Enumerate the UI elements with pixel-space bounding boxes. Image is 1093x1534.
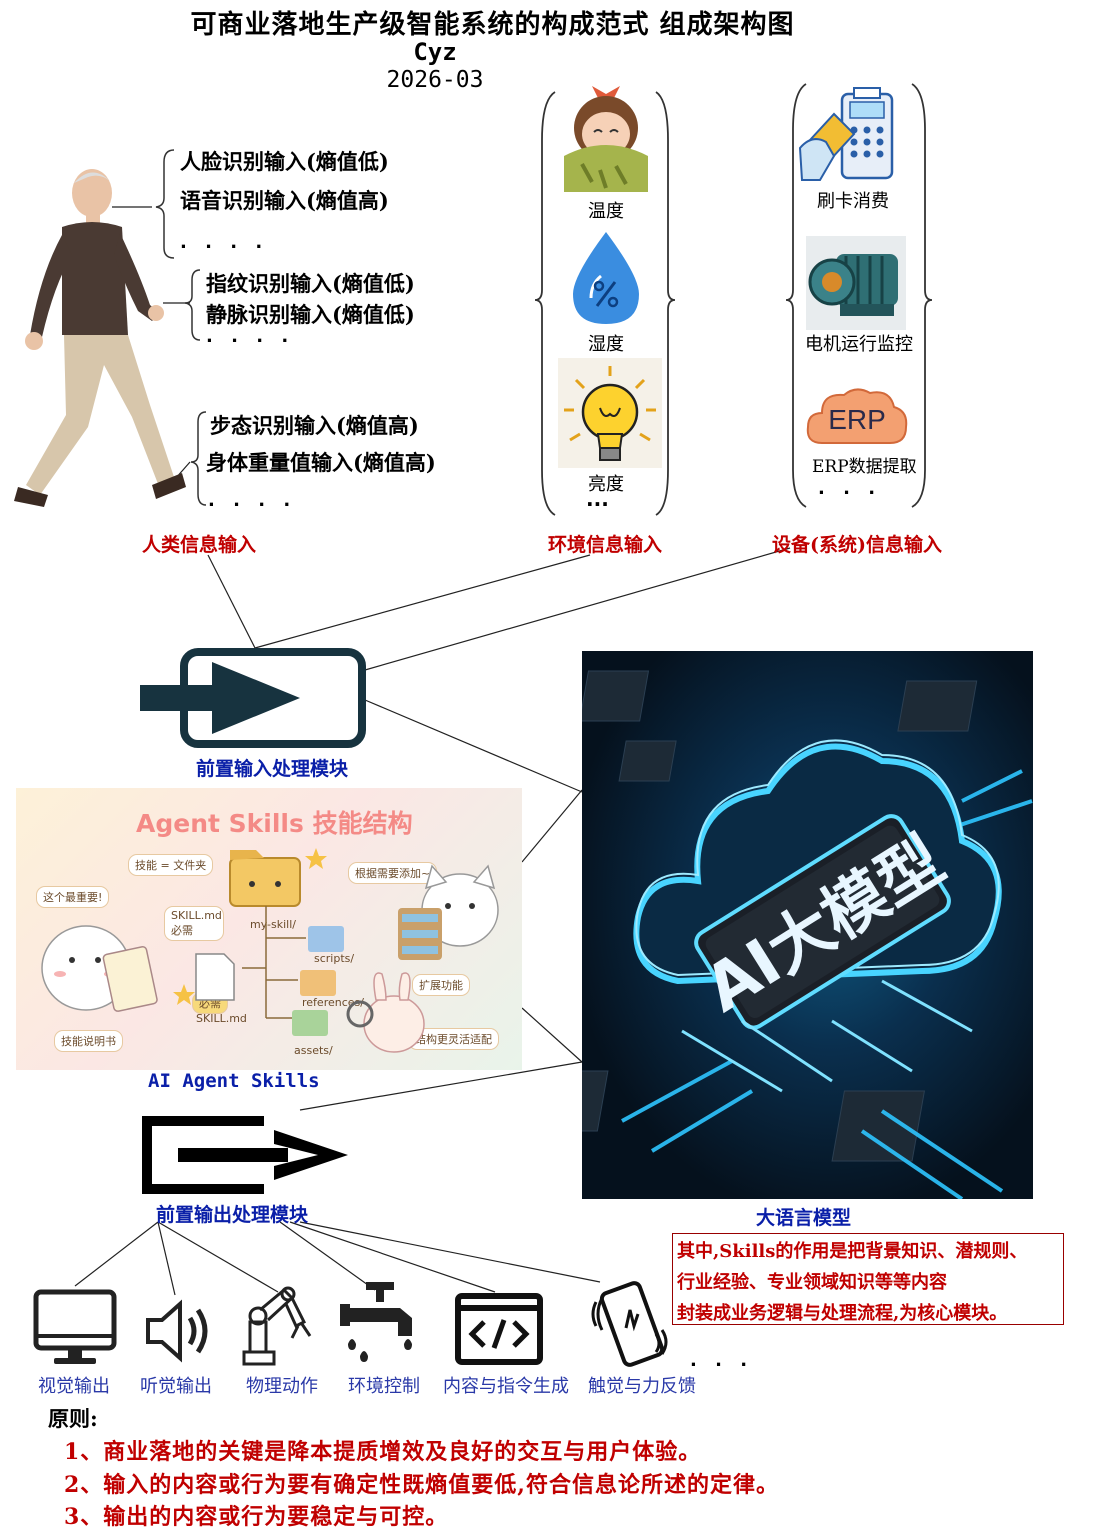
principle-3: 3、输出的内容或行为要稳定与可控。 xyxy=(64,1499,448,1531)
agent-cartoon-illustrations xyxy=(16,788,522,1070)
env-humidity-label: 湿度 xyxy=(576,330,636,356)
code-window-icon xyxy=(454,1292,544,1366)
device-erp-label: ERP数据提取 xyxy=(812,452,917,477)
erp-logo-text: ERP xyxy=(828,404,886,435)
card-payment-pos-icon xyxy=(798,84,902,184)
brightness-bulb-icon xyxy=(558,358,662,468)
output-physical-label: 物理动作 xyxy=(232,1372,332,1398)
label-environment-input: 环境信息输入 xyxy=(548,530,662,557)
robot-arm-icon xyxy=(236,1282,318,1368)
human-input-vein: 静脉识别输入(熵值低) xyxy=(206,299,415,329)
faucet-icon xyxy=(340,1278,420,1368)
label-input-module: 前置输入处理模块 xyxy=(196,754,348,781)
label-llm: 大语言模型 xyxy=(756,1203,851,1230)
label-output-module: 前置输出处理模块 xyxy=(156,1200,308,1227)
humidity-drop-icon xyxy=(561,228,651,328)
principle-1: 1、商业落地的关键是降本提质增效及良好的交互与用户体验。 xyxy=(64,1434,701,1466)
output-visual-label: 视觉输出 xyxy=(24,1372,124,1398)
human-input-ellipsis-3: . . . . xyxy=(208,490,296,511)
device-ellipsis: . . . xyxy=(818,478,881,499)
label-agent-skills: AI Agent Skills xyxy=(148,1070,320,1092)
erp-cloud-icon: ERP xyxy=(804,385,910,451)
human-input-ellipsis-2: . . . . xyxy=(206,326,294,347)
ai-chip-cloud-illustration: AI大模型 xyxy=(582,651,1033,1199)
human-input-gait: 步态识别输入(熵值高) xyxy=(210,410,419,440)
walking-person-illustration xyxy=(0,165,190,525)
speaker-icon xyxy=(144,1296,214,1366)
skills-note-box: 其中,Skills的作用是把背景知识、潜规则、 行业经验、专业领域知识等等内容 … xyxy=(672,1233,1064,1325)
ai-large-model-image: AI大模型 xyxy=(582,651,1033,1199)
env-temperature-label: 温度 xyxy=(576,197,636,223)
motor-icon xyxy=(806,236,906,330)
note-line-3: 封装成业务逻辑与处理流程,为核心模块。 xyxy=(677,1298,1063,1329)
human-input-voice: 语音识别输入(熵值高) xyxy=(180,185,389,215)
env-ellipsis: ··· xyxy=(586,492,609,516)
output-ellipsis: . . . xyxy=(690,1350,753,1371)
note-line-1: 其中,Skills的作用是把背景知识、潜规则、 xyxy=(677,1236,1063,1267)
principles-label: 原则: xyxy=(48,1403,98,1433)
device-card-label: 刷卡消费 xyxy=(798,187,908,213)
device-motor-label: 电机运行监控 xyxy=(796,330,922,356)
human-input-ellipsis-1: . . . . xyxy=(180,232,268,253)
output-env-control-label: 环境控制 xyxy=(334,1372,434,1398)
temperature-cold-girl-icon xyxy=(556,72,656,192)
output-module-arrow-icon xyxy=(138,1112,356,1198)
phone-vibration-icon xyxy=(590,1280,670,1370)
human-input-fingerprint: 指纹识别输入(熵值低) xyxy=(206,268,415,298)
output-content-label: 内容与指令生成 xyxy=(436,1372,576,1398)
human-input-face: 人脸识别输入(熵值低) xyxy=(180,146,389,176)
label-device-input: 设备(系统)信息输入 xyxy=(772,530,942,557)
input-module-arrow-icon xyxy=(140,648,368,748)
output-audio-label: 听觉输出 xyxy=(126,1372,226,1398)
output-haptic-label: 触觉与力反馈 xyxy=(580,1372,704,1398)
human-input-weight: 身体重量值输入(熵值高) xyxy=(206,447,436,477)
note-line-2: 行业经验、专业领域知识等等内容 xyxy=(677,1267,1063,1298)
agent-skills-image: Agent Skills 技能结构 技能 = 文件夹 根据需要添加~ 这个最重要… xyxy=(16,788,522,1070)
label-human-input: 人类信息输入 xyxy=(142,530,256,557)
principle-2: 2、输入的内容或行为要有确定性既熵值要低,符合信息论所述的定律。 xyxy=(64,1467,779,1499)
monitor-icon xyxy=(32,1288,118,1368)
